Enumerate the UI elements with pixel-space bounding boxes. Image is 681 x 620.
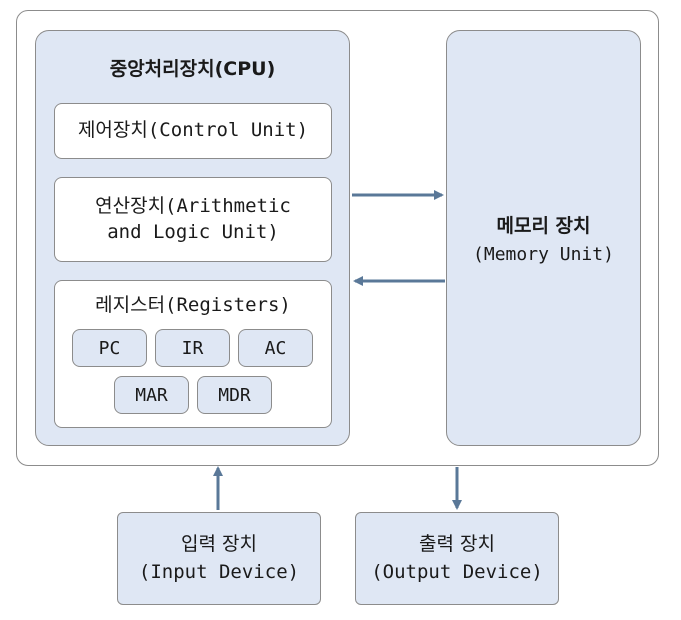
memory-unit-box: 메모리 장치 (Memory Unit) bbox=[446, 30, 641, 446]
alu-box: 연산장치(Arithmetic and Logic Unit) bbox=[54, 177, 332, 262]
input-device-label: 입력 장치 bbox=[181, 532, 257, 555]
cpu-title: 중앙처리장치(CPU) bbox=[109, 58, 276, 80]
memory-subtitle: (Memory Unit) bbox=[473, 244, 614, 265]
input-device-sublabel: (Input Device) bbox=[138, 560, 300, 583]
register-ac: AC bbox=[238, 329, 313, 367]
control-unit-label: 제어장치(Control Unit) bbox=[77, 119, 309, 142]
register-pc: PC bbox=[72, 329, 147, 367]
register-mar: MAR bbox=[114, 376, 189, 414]
register-ir: IR bbox=[155, 329, 230, 367]
register-mdr: MDR bbox=[197, 376, 272, 414]
control-unit-box: 제어장치(Control Unit) bbox=[54, 103, 332, 159]
alu-label-line1: 연산장치(Arithmetic bbox=[95, 194, 291, 217]
registers-title: 레지스터(Registers) bbox=[95, 294, 291, 316]
output-device-sublabel: (Output Device) bbox=[371, 560, 543, 583]
input-device-box: 입력 장치 (Input Device) bbox=[117, 512, 321, 605]
memory-title: 메모리 장치 bbox=[496, 215, 591, 237]
alu-label-line2: and Logic Unit) bbox=[107, 220, 279, 243]
output-device-box: 출력 장치 (Output Device) bbox=[355, 512, 559, 605]
output-device-label: 출력 장치 bbox=[419, 532, 495, 555]
